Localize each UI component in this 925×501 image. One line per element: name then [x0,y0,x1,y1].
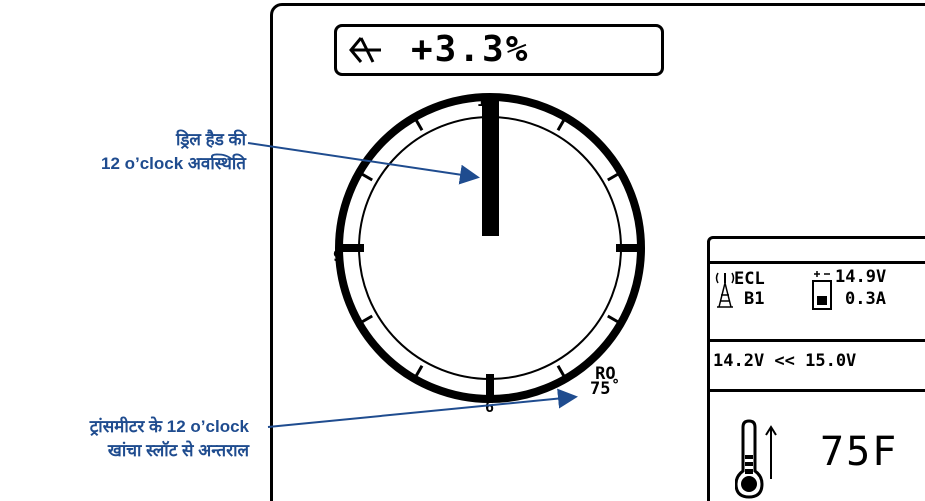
arrow-drill-head [247,142,480,185]
ecl-value: B1 [744,289,765,309]
pitch-icon [347,34,383,66]
panel-divider [710,389,925,392]
clock-label-6: 6 [485,398,495,416]
dial-minor-tick [556,115,568,131]
dial-minor-tick [607,170,623,182]
arrow-roll-offset [267,388,578,428]
annotation-drill-head: ड्रिल हैड की 12 o’clock अवस्थिति [101,128,246,176]
pitch-readout: +3.3% [334,24,664,76]
voltage-line: 14.2V << 15.0V [713,351,857,371]
annotation-drill-head-line2: 12 o’clock अवस्थिति [100,154,246,173]
battery-current: 0.3A [845,289,886,309]
annotation-roll-offset-line2: खांचा स्लॉट से अन्तराल [107,441,249,460]
ecl-label: ECL [734,269,765,289]
roll-dial [335,93,645,403]
annotation-roll-offset-line1: ट्रांसमीटर के 12 o’clock [89,417,249,436]
thermometer-icon [734,419,779,501]
dial-minor-tick [357,314,373,326]
pitch-value: +3.3% [411,29,530,70]
dial-minor-tick [357,170,373,182]
battery-icon [811,269,833,315]
antenna-icon [715,269,735,315]
clock-label-3: 3 [636,247,646,265]
annotation-roll-offset: ट्रांसमीटर के 12 o’clock खांचा स्लॉट से … [90,415,249,463]
roll-offset: RO 75˚ [590,364,621,399]
temperature-value: 75F [820,429,899,475]
dial-minor-tick [412,115,424,131]
clock-label-9: 9 [333,247,343,265]
dial-minor-tick [607,314,623,326]
battery-voltage: 14.9V [835,267,887,287]
annotation-drill-head-line1: ड्रिल हैड की [175,130,246,149]
roll-offset-value: 75˚ [590,379,621,399]
status-panel: ECL B1 14.9V 0.3A 14.2V << 15.0V [707,236,925,501]
clock-label-12: 12 [477,92,496,110]
drill-head-pointer [482,94,499,236]
dial-minor-tick [412,365,424,381]
panel-divider [710,339,925,342]
panel-divider [710,261,925,264]
dial-minor-tick [556,365,568,381]
roll-offset-label: RO [595,364,616,384]
